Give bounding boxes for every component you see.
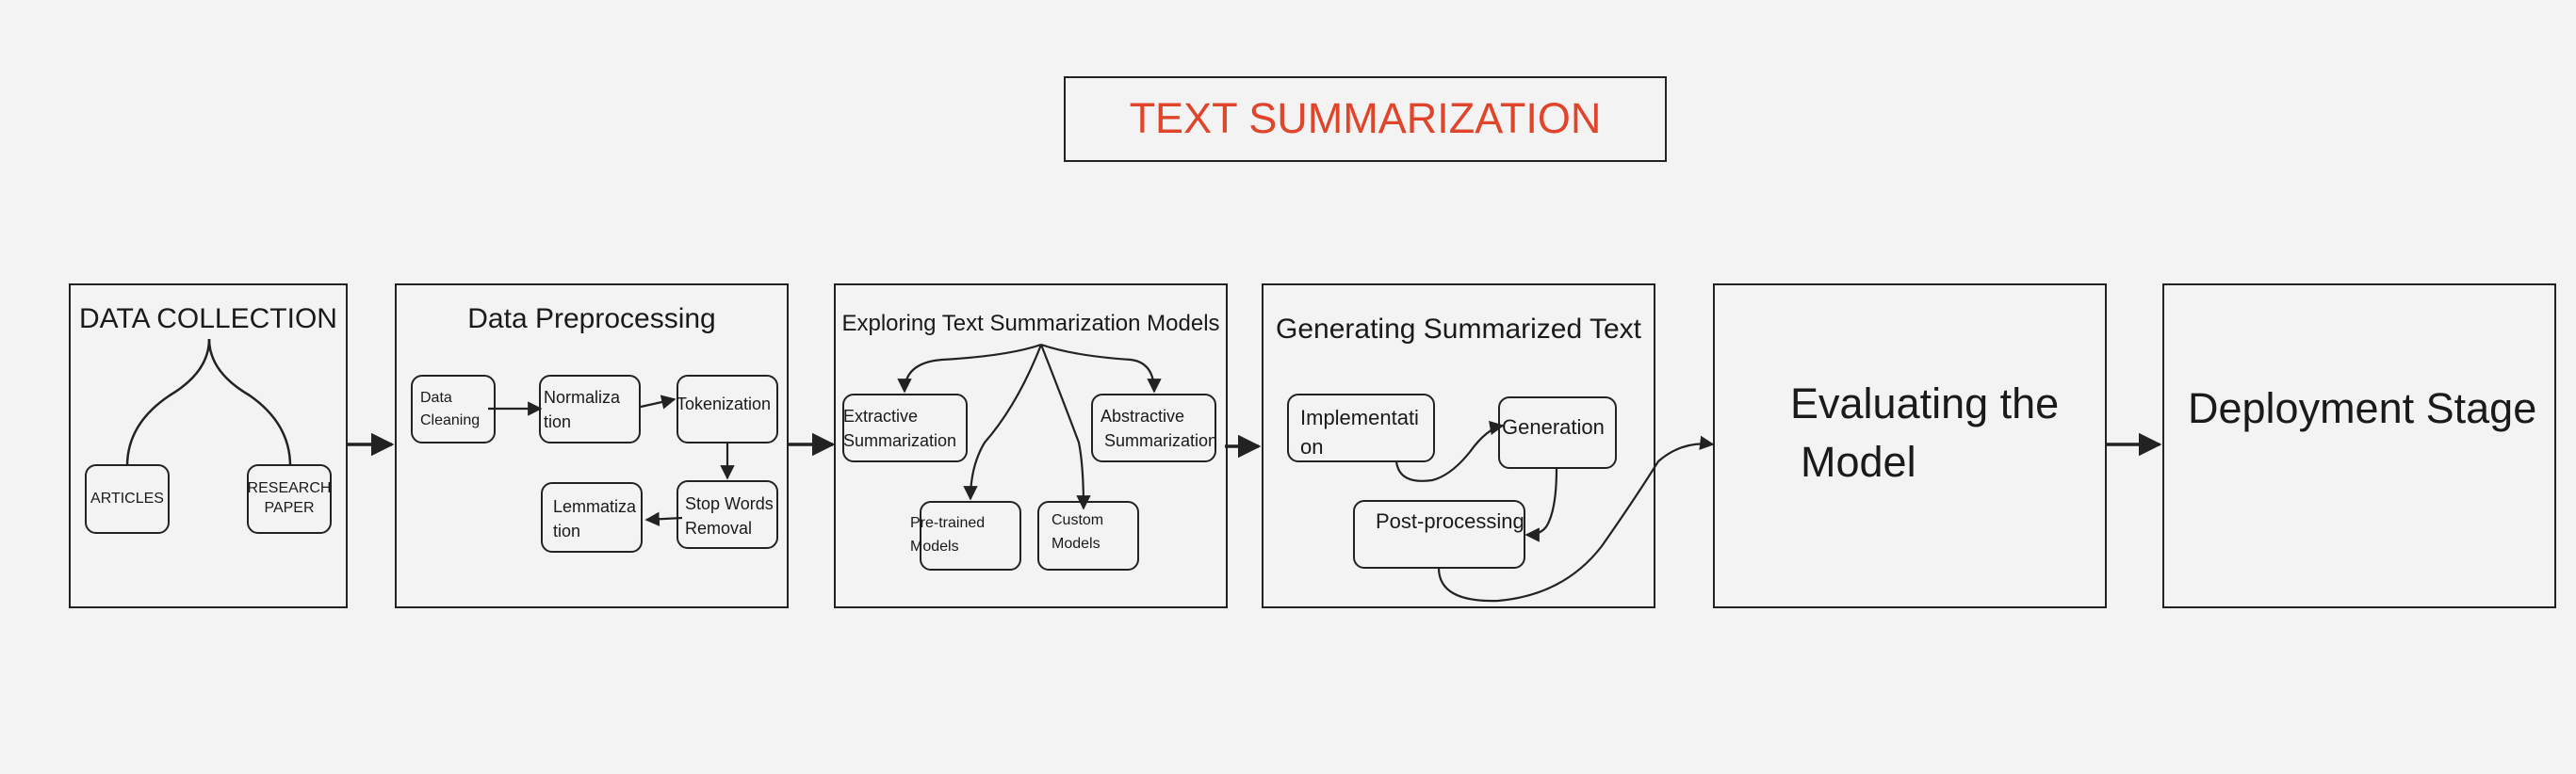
node-extractive-label-1: Extractive (843, 407, 919, 426)
node-normalization-label-1: Normaliza (544, 388, 621, 407)
node-implementation-label-2: on (1300, 435, 1324, 459)
stage-title-exploring-models: Exploring Text Summarization Models (841, 311, 1220, 336)
stage-title-data-collection: DATA COLLECTION (79, 303, 337, 334)
node-custom-label-2: Models (1052, 536, 1101, 552)
node-abstractive-label-1: Abstractive (1101, 407, 1185, 426)
stage-title-deployment: Deployment Stage (2188, 384, 2537, 432)
node-extractive-label-2: Summarization (843, 431, 957, 450)
diagram-title: TEXT SUMMARIZATION (1129, 94, 1602, 142)
stage-data-collection (69, 283, 348, 608)
stage-generating (1262, 283, 1655, 608)
stage-title-evaluating-line1: Evaluating the (1790, 379, 2060, 427)
stage-exploring-models (834, 283, 1228, 608)
node-pretrained-label-1: Pre-trained (910, 515, 986, 531)
node-custom-label-1: Custom (1052, 512, 1104, 528)
stage-title-evaluating-line2: Model (1801, 438, 1916, 486)
node-tokenization (677, 375, 778, 443)
node-stop-words-label-1: Stop Words (685, 494, 774, 513)
node-lemmatization (541, 482, 643, 553)
title-box (1064, 76, 1667, 162)
node-research-paper-label-1: RESEARCH (247, 480, 332, 496)
node-extractive (842, 394, 968, 462)
node-stop-words-removal (677, 480, 778, 549)
node-research-paper-label-2: PAPER (264, 500, 315, 516)
stage-evaluating (1713, 283, 2107, 608)
node-implementation-label-1: Implementati (1300, 406, 1419, 429)
arrow-to-pretrained (963, 344, 1043, 501)
stage-title-data-preprocessing: Data Preprocessing (467, 303, 716, 334)
node-articles-label: ARTICLES (90, 491, 164, 507)
node-normalization-label-2: tion (544, 412, 572, 431)
stage-title-generating: Generating Summarized Text (1276, 314, 1641, 345)
arrow-to-custom (1039, 344, 1091, 510)
arrow-to-extractive (897, 343, 1042, 394)
node-generation (1498, 396, 1617, 469)
node-post-processing (1353, 500, 1525, 569)
node-abstractive-label-2: Summarization (1104, 431, 1218, 450)
node-research-paper (247, 464, 332, 534)
node-data-cleaning-label-1: Data (420, 390, 452, 406)
node-post-processing-label: Post-processing (1376, 509, 1524, 533)
node-normalization (539, 375, 641, 443)
node-stop-words-label-2: Removal (685, 519, 753, 538)
arrow-stopwords-to-lemmatization (644, 511, 683, 526)
arrow-implementation-to-generation (1394, 420, 1505, 482)
node-generation-label: Generation (1502, 415, 1605, 439)
node-custom (1037, 501, 1139, 571)
node-data-cleaning-label-2: Cleaning (420, 412, 481, 428)
node-lemmatization-label-2: tion (553, 522, 581, 540)
stage-deployment (2162, 283, 2556, 608)
arrow-normalization-to-tokenization (640, 395, 677, 410)
connector-collection-to-research (207, 338, 292, 467)
node-articles (85, 464, 170, 534)
node-pretrained-label-2: Models (910, 539, 959, 555)
arrow-postprocessing-to-evaluating (1437, 435, 1715, 603)
node-tokenization-label: Tokenization (677, 395, 772, 413)
node-pretrained (920, 501, 1021, 571)
node-lemmatization-label-1: Lemmatiza (553, 497, 637, 516)
node-abstractive (1091, 394, 1216, 462)
arrow-to-abstractive (1040, 343, 1162, 394)
stage-data-preprocessing (395, 283, 789, 608)
node-implementation (1287, 394, 1435, 462)
node-data-cleaning (411, 375, 496, 443)
connector-collection-to-articles (125, 338, 211, 467)
arrow-generation-to-postprocessing (1524, 468, 1558, 542)
